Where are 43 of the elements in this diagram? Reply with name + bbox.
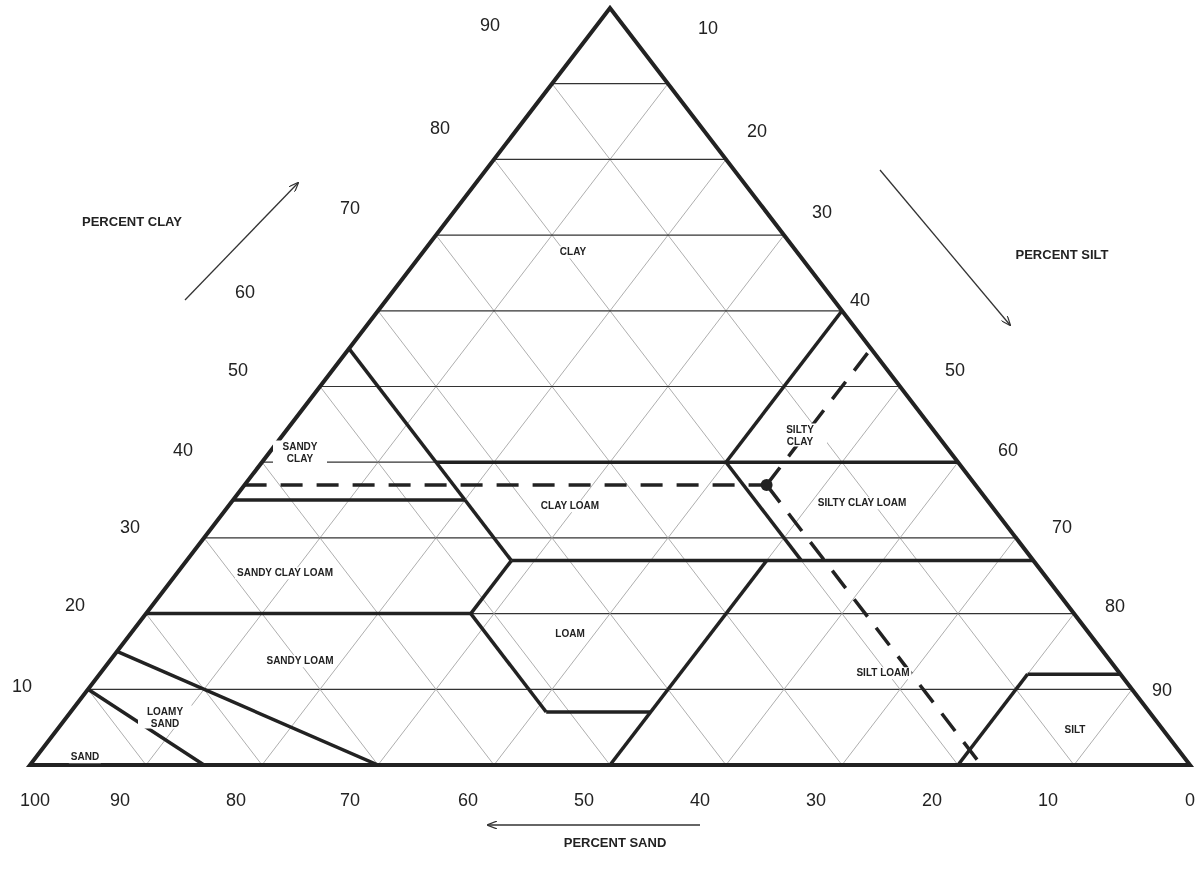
region-label: SANDY CLAY	[273, 440, 327, 464]
region-label: SILT LOAM	[854, 667, 912, 679]
axis-tick-label: 70	[340, 197, 360, 219]
axis-tick-label: 0	[1185, 789, 1195, 811]
axis-tick-label: 20	[922, 789, 942, 811]
axis-tick-label: 100	[20, 789, 50, 811]
axis-tick-label: 40	[690, 789, 710, 811]
axis-tick-label: 50	[228, 359, 248, 381]
axis-tick-label: 40	[850, 289, 870, 311]
axis-title: PERCENT SAND	[563, 835, 667, 851]
region-label: SILTY CLAY LOAM	[815, 497, 909, 509]
axis-tick-label: 10	[12, 675, 32, 697]
axis-tick-label: 10	[1038, 789, 1058, 811]
axis-tick-label: 30	[806, 789, 826, 811]
axis-tick-label: 50	[945, 359, 965, 381]
axis-tick-label: 20	[65, 594, 85, 616]
region-label: LOAM	[553, 628, 587, 640]
axis-tick-label: 80	[226, 789, 246, 811]
axis-tick-label: 90	[110, 789, 130, 811]
axis-tick-label: 40	[173, 439, 193, 461]
axis-tick-label: 60	[998, 439, 1018, 461]
axis-tick-label: 10	[698, 17, 718, 39]
region-label: CLAY	[557, 246, 589, 258]
axis-tick-label: 60	[458, 789, 478, 811]
axis-tick-label: 30	[812, 201, 832, 223]
region-label: LOAMY SAND	[138, 705, 192, 729]
region-label: CLAY LOAM	[538, 500, 602, 512]
axis-tick-label: 70	[1052, 516, 1072, 538]
region-label: SAND	[68, 751, 102, 763]
axis-title: PERCENT SILT	[1015, 247, 1109, 263]
axis-tick-label: 80	[1105, 595, 1125, 617]
region-label: SANDY CLAY LOAM	[235, 567, 335, 579]
region-label: SANDY LOAM	[264, 655, 336, 667]
axis-tick-label: 60	[235, 281, 255, 303]
axis-tick-label: 80	[430, 117, 450, 139]
axis-tick-label: 90	[1152, 679, 1172, 701]
axis-tick-label: 50	[574, 789, 594, 811]
axis-tick-label: 90	[480, 14, 500, 36]
axis-title: PERCENT CLAY	[82, 214, 182, 230]
axis-tick-label: 70	[340, 789, 360, 811]
region-label: SILT	[1062, 724, 1088, 736]
axis-tick-label: 30	[120, 516, 140, 538]
axis-tick-label: 20	[747, 120, 767, 142]
